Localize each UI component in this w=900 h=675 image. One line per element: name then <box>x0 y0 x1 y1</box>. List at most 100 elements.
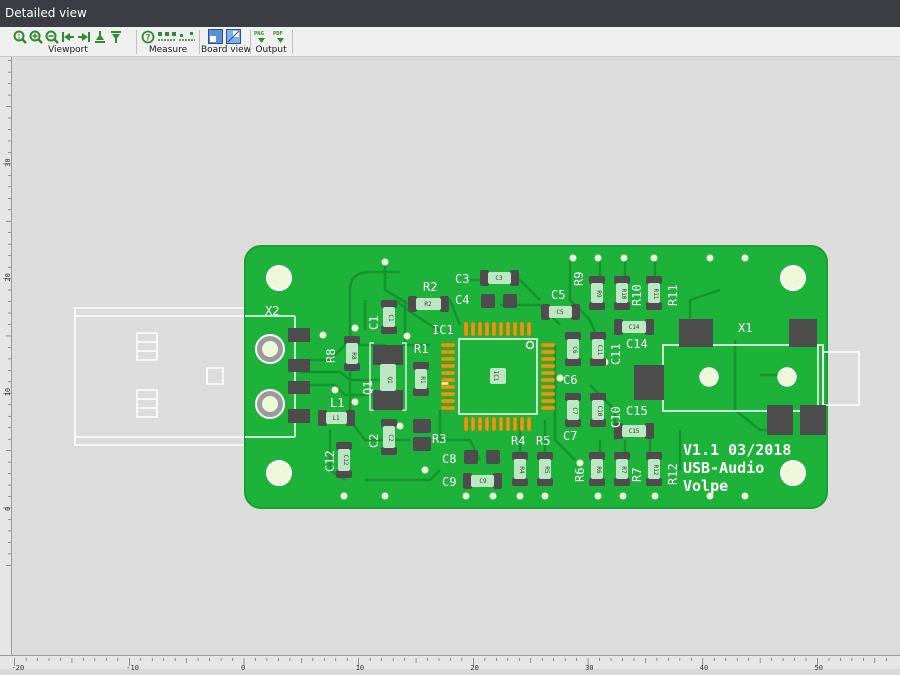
pdf-label: PDF <box>273 31 283 37</box>
export-pdf-button[interactable]: PDF <box>273 29 288 44</box>
ic1-pin <box>540 342 556 348</box>
board-silk-text: V1.1 03/2018 USB-Audio Volpe <box>683 441 791 495</box>
component-body-labels: R8 C1 Q1 R1 R2 C2 L1 C12 C3 C5 C6 C11 C7… <box>332 275 659 485</box>
ic1-pin <box>540 384 556 390</box>
r1-body-text: R1 <box>419 376 426 384</box>
ic1-pin <box>505 321 511 337</box>
help-icon[interactable]: ? <box>141 29 156 44</box>
ruler-label: 30 <box>4 158 11 166</box>
q1-label: Q1 <box>361 381 375 395</box>
ic1-pin <box>540 391 556 397</box>
r1-label: R1 <box>414 342 428 356</box>
ic1-pin <box>491 321 497 337</box>
measure-points-icon[interactable] <box>178 29 196 44</box>
r2-label: R2 <box>423 280 437 294</box>
c7-label: C7 <box>563 429 577 443</box>
ic1-pin <box>540 349 556 355</box>
ic1-pin <box>440 349 456 355</box>
board-canvas[interactable]: R8 C1 Q1 R1 R2 C2 L1 C12 C3 C5 C6 C11 C7… <box>0 57 900 668</box>
c6-label: C6 <box>563 373 577 387</box>
viewport-group: 1 Viewport <box>4 29 132 56</box>
c9-body-text: C9 <box>479 478 487 485</box>
q1-outline <box>369 342 407 411</box>
r4-body-text: R4 <box>518 466 525 474</box>
align-top-icon[interactable] <box>109 29 124 44</box>
svg-text:1: 1 <box>17 33 21 40</box>
ic1-pin <box>440 342 456 348</box>
measure-group: ? Measure <box>140 29 196 56</box>
l1-label: L1 <box>330 396 344 410</box>
toolbar: 1 Viewport ? Measure Board view PNG <box>0 27 900 57</box>
ruler-label: 20 <box>4 273 11 281</box>
ic1-pin <box>440 384 456 390</box>
toolbar-separator <box>199 30 200 54</box>
c15-label: C15 <box>626 404 648 418</box>
ic1-pin <box>440 363 456 369</box>
board-version-text: V1.1 03/2018 <box>683 441 791 459</box>
ic1-pin <box>498 416 504 432</box>
ic1-pin <box>505 416 511 432</box>
r7-body-text: R7 <box>620 466 627 474</box>
svg-text:?: ? <box>145 33 150 43</box>
c3-body-text: C3 <box>495 275 503 282</box>
l1-body-text: L1 <box>332 415 340 422</box>
ic1-pin <box>463 416 469 432</box>
output-group: PNG PDF Output <box>253 29 289 56</box>
c1-body-text: C1 <box>387 314 394 322</box>
board-view-label: Board view <box>201 45 252 55</box>
ic1-pin <box>540 377 556 383</box>
board-view-bottom-icon[interactable] <box>225 29 241 44</box>
ruler-label: 10 <box>4 388 11 396</box>
r6-label: R6 <box>573 468 587 482</box>
ic1-pin <box>477 416 483 432</box>
c10-label: C10 <box>609 406 623 428</box>
q1-body-text: Q1 <box>386 376 393 384</box>
mounting-holes <box>266 265 806 486</box>
c2-body-text: C2 <box>387 434 394 442</box>
c12-body-text: C12 <box>342 455 349 466</box>
measure-distance-icon[interactable] <box>157 29 177 44</box>
r6-body-text: R6 <box>595 466 602 474</box>
ic1-body-text: IC1 <box>492 371 499 382</box>
png-label: PNG <box>254 31 265 37</box>
ic1-pin <box>484 416 490 432</box>
ic1-pin <box>540 370 556 376</box>
r5-label: R5 <box>536 434 550 448</box>
r10-label: R10 <box>630 284 644 306</box>
board-name-text: USB-Audio <box>683 459 764 477</box>
align-bottom-icon[interactable] <box>93 29 108 44</box>
x1-label: X1 <box>738 321 752 335</box>
board-view-top-icon[interactable] <box>207 29 223 44</box>
ic1-pin <box>512 416 518 432</box>
r2-body-text: R2 <box>424 301 432 308</box>
c9-label: C9 <box>442 475 456 489</box>
ic1-pin <box>498 321 504 337</box>
pcb-view[interactable]: R8 C1 Q1 R1 R2 C2 L1 C12 C3 C5 C6 C11 C7… <box>0 57 900 668</box>
align-right-icon[interactable] <box>77 29 92 44</box>
c6-body-text: C6 <box>571 346 578 354</box>
zoom-out-icon[interactable] <box>45 29 60 44</box>
r7-label: R7 <box>630 468 644 482</box>
ic1-pin <box>477 321 483 337</box>
c7-body-text: C7 <box>571 407 578 415</box>
board-author-text: Volpe <box>683 477 728 495</box>
c11-body-text: C11 <box>596 345 603 356</box>
c3-label: C3 <box>455 272 469 286</box>
r8-body-text: R8 <box>350 352 357 360</box>
ic1-pin <box>440 356 456 362</box>
zoom-in-icon[interactable] <box>29 29 44 44</box>
r5-body-text: R5 <box>543 466 550 474</box>
ic1-pin <box>540 405 556 411</box>
ic1-pin <box>540 363 556 369</box>
ic1-pin <box>440 391 456 397</box>
ic1-pin <box>526 321 532 337</box>
r9-label: R9 <box>572 272 586 286</box>
r12-body-text: R12 <box>652 465 659 476</box>
align-left-icon[interactable] <box>61 29 76 44</box>
ic1-pin <box>540 356 556 362</box>
zoom-fit-icon[interactable]: 1 <box>13 29 28 44</box>
ic1-pin <box>470 416 476 432</box>
ic1-pin <box>463 321 469 337</box>
export-png-button[interactable]: PNG <box>254 29 269 44</box>
